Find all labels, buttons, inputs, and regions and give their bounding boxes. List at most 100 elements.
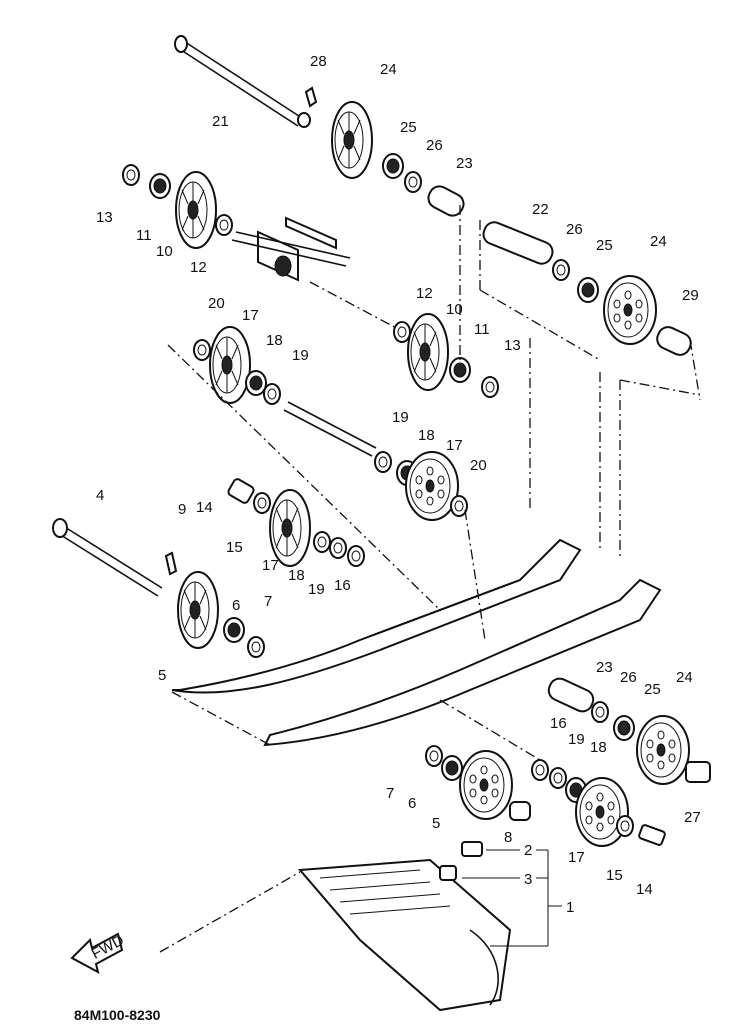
callout-7: 7 bbox=[386, 785, 394, 802]
wheel-24-lower bbox=[636, 715, 690, 785]
callout-27: 27 bbox=[684, 809, 701, 826]
bearing-25-right bbox=[577, 277, 599, 303]
callout-20: 20 bbox=[470, 457, 487, 474]
fwd-arrow-icon: FWD bbox=[70, 932, 127, 974]
bearing-18-lower bbox=[313, 531, 331, 553]
callout-18: 18 bbox=[590, 739, 607, 756]
track-belt bbox=[159, 858, 512, 1012]
callout-5: 5 bbox=[158, 667, 166, 684]
bolt-14-lower bbox=[638, 824, 666, 846]
callout-15: 15 bbox=[606, 867, 623, 884]
callout-9: 9 bbox=[178, 501, 186, 518]
collar-26-right bbox=[552, 259, 570, 281]
callout-19: 19 bbox=[568, 731, 585, 748]
washer-19-left bbox=[263, 383, 281, 405]
callout-18: 18 bbox=[418, 427, 435, 444]
callout-23: 23 bbox=[596, 659, 613, 676]
bearing-18-left bbox=[245, 370, 267, 396]
callout-5: 5 bbox=[432, 815, 440, 832]
washer-19-lower-right bbox=[549, 767, 567, 789]
callout-25: 25 bbox=[644, 681, 661, 698]
collar-26-top bbox=[404, 171, 422, 193]
ring-20-right bbox=[450, 495, 468, 517]
callout-12: 12 bbox=[416, 285, 433, 302]
callout-6: 6 bbox=[232, 597, 240, 614]
bolt-14-left bbox=[227, 478, 255, 504]
callout-10: 10 bbox=[446, 301, 463, 318]
callout-25: 25 bbox=[596, 237, 613, 254]
callout-7: 7 bbox=[264, 593, 272, 610]
wheel-24-top bbox=[331, 101, 373, 179]
bearing-11-middle bbox=[449, 357, 471, 383]
callout-25: 25 bbox=[400, 119, 417, 136]
center-bracket bbox=[231, 216, 401, 331]
spacer-23-top bbox=[427, 185, 465, 217]
washer-15-lower bbox=[616, 815, 634, 837]
callout-12: 12 bbox=[190, 259, 207, 276]
wheel-17-lower-right bbox=[575, 777, 629, 847]
slide-rail-frame bbox=[167, 205, 701, 761]
callout-19: 19 bbox=[292, 347, 309, 364]
callout-23: 23 bbox=[456, 155, 473, 172]
ring-16-lower bbox=[347, 545, 365, 567]
callout-28: 28 bbox=[310, 53, 327, 70]
shaft-4 bbox=[52, 518, 163, 597]
callout-6: 6 bbox=[408, 795, 416, 812]
callout-3: 3 bbox=[524, 871, 532, 888]
wheel-17-right bbox=[405, 451, 459, 521]
wheel-5-left bbox=[177, 571, 219, 649]
clip-3 bbox=[439, 865, 457, 881]
wheel-10-middle bbox=[407, 313, 449, 391]
bracket-1-2-3 bbox=[462, 849, 562, 947]
spacer-23-lower bbox=[547, 677, 595, 713]
ring-20-left bbox=[193, 339, 211, 361]
nut-27 bbox=[685, 761, 711, 783]
bearing-11-upper bbox=[149, 173, 171, 199]
callout-17: 17 bbox=[446, 437, 463, 454]
callout-24: 24 bbox=[380, 61, 397, 78]
ring-7-left bbox=[247, 636, 265, 658]
collar-12-upper bbox=[215, 214, 233, 236]
collar-12-middle bbox=[393, 321, 411, 343]
bearing-25-lower bbox=[613, 715, 635, 741]
callout-21: 21 bbox=[212, 113, 229, 130]
callout-17: 17 bbox=[262, 557, 279, 574]
pin-9 bbox=[164, 551, 178, 576]
callout-26: 26 bbox=[426, 137, 443, 154]
drawing-code: 84M100-8230 bbox=[74, 1007, 161, 1023]
collar-26-lower bbox=[591, 701, 609, 723]
spacer-22 bbox=[482, 221, 554, 265]
callout-13: 13 bbox=[504, 337, 521, 354]
callout-10: 10 bbox=[156, 243, 173, 260]
cap-13-middle bbox=[481, 376, 499, 398]
callout-1: 1 bbox=[566, 899, 574, 916]
callout-13: 13 bbox=[96, 209, 113, 226]
wheel-10-upper bbox=[175, 171, 217, 249]
callout-2: 2 bbox=[524, 842, 532, 859]
middle-shaft bbox=[283, 401, 377, 457]
callout-26: 26 bbox=[566, 221, 583, 238]
wheel-5-lower bbox=[459, 750, 513, 820]
cap-13-upper bbox=[122, 164, 140, 186]
callout-16: 16 bbox=[550, 715, 567, 732]
callout-26: 26 bbox=[620, 669, 637, 686]
wheel-24-right bbox=[603, 275, 657, 345]
washer-19-right bbox=[374, 451, 392, 473]
bearing-6-left bbox=[223, 617, 245, 643]
callout-11: 11 bbox=[474, 321, 490, 338]
callout-17: 17 bbox=[242, 307, 259, 324]
callout-17: 17 bbox=[568, 849, 585, 866]
callout-24: 24 bbox=[650, 233, 667, 250]
callout-29: 29 bbox=[682, 287, 699, 304]
callout-11: 11 bbox=[136, 227, 152, 244]
spacer-8 bbox=[509, 801, 531, 821]
bearing-25-top bbox=[382, 153, 404, 179]
clip-2 bbox=[461, 841, 483, 857]
callout-19: 19 bbox=[308, 581, 325, 598]
callout-19: 19 bbox=[392, 409, 409, 426]
callout-labels: 28 24 21 25 26 23 13 11 10 12 22 26 25 2… bbox=[96, 53, 701, 916]
callout-14: 14 bbox=[196, 499, 213, 516]
callout-4: 4 bbox=[96, 487, 104, 504]
callout-15: 15 bbox=[226, 539, 243, 556]
